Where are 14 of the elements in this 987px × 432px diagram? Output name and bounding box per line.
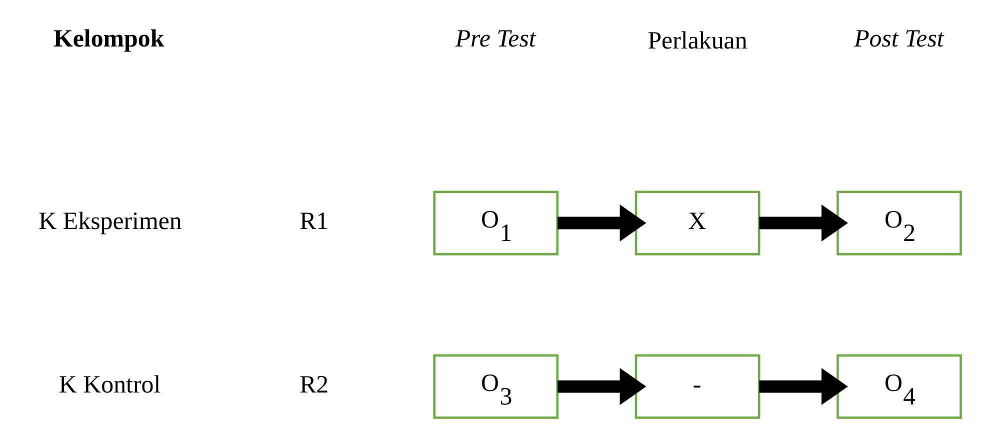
label: Pre Test xyxy=(455,26,536,53)
arrow xyxy=(558,204,646,242)
node-box: X xyxy=(634,190,760,256)
label: R2 xyxy=(300,371,329,398)
node-box: - xyxy=(634,354,760,419)
label: Post Test xyxy=(854,26,944,53)
label: R1 xyxy=(300,208,329,235)
label: K Eksperimen xyxy=(38,208,182,235)
arrow xyxy=(558,368,646,406)
label: K Kontrol xyxy=(58,371,161,398)
arrow xyxy=(759,204,848,242)
arrow xyxy=(759,368,848,406)
label: Perlakuan xyxy=(648,27,748,54)
label: Kelompok xyxy=(53,26,164,53)
